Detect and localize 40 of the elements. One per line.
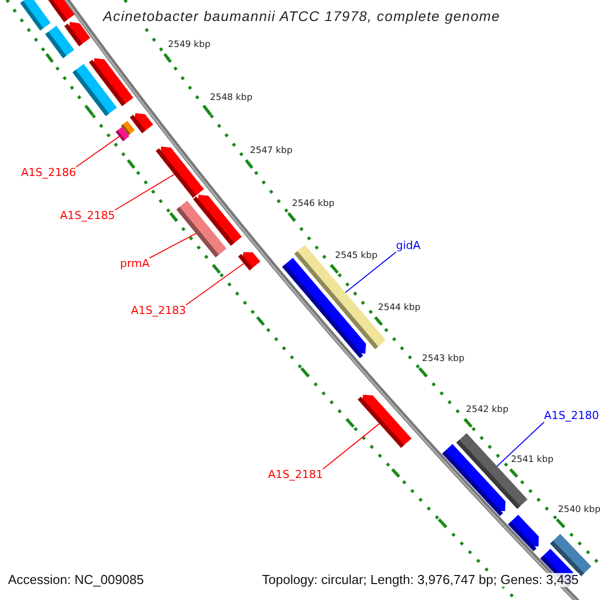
scale-label: 2541 kbp [511, 456, 554, 466]
gene-block [116, 126, 130, 142]
gene-label: A1S_2181 [268, 469, 323, 482]
gene-label: A1S_2180 [544, 410, 599, 422]
title: Acinetobacter baumannii ATCC 17978, complete genome [103, 9, 500, 24]
gene-block [442, 444, 506, 516]
gene-block [130, 113, 154, 134]
scale-label: 2543 kbp [422, 355, 464, 365]
gene-label: A1S_2183 [131, 305, 186, 318]
scale-label: 2547 kbp [250, 147, 292, 157]
leader-line [322, 423, 380, 470]
leader-line [114, 174, 175, 210]
scale-label: 2540 kbp [558, 506, 600, 516]
leader-line [76, 136, 120, 168]
gene-label: A1S_2186 [21, 167, 76, 180]
gene-label: prmA [120, 258, 150, 270]
gene-block [64, 22, 90, 46]
gene-block [48, 0, 75, 22]
gene-block [176, 200, 226, 258]
scale-label: 2549 kbp [168, 41, 210, 51]
gene-label: A1S_2185 [60, 210, 115, 222]
scale-label: 2545 kbp [335, 252, 378, 262]
gene-block [20, 0, 51, 31]
scale-label: 2548 kbp [210, 94, 252, 104]
footer-text: Accession: NC_009085 [8, 573, 144, 588]
footer-text: Topology: circular; Length: 3,976,747 bp; Genes: 3,435 [262, 573, 579, 588]
leader-line [186, 262, 244, 306]
gene-block [238, 252, 260, 270]
scale-label: 2544 kbp [378, 304, 420, 314]
leader-line [149, 232, 196, 258]
scale-label: 2546 kbp [292, 200, 334, 210]
gene-block [508, 514, 539, 552]
leader-line [344, 252, 396, 293]
gene-block [358, 394, 412, 448]
gene-block [72, 64, 117, 116]
gene-block [156, 146, 204, 198]
gene-block [45, 26, 74, 58]
gene-label: gidA [396, 240, 421, 252]
scale-label: 2542 kbp [466, 406, 508, 416]
leader-line [496, 422, 544, 467]
